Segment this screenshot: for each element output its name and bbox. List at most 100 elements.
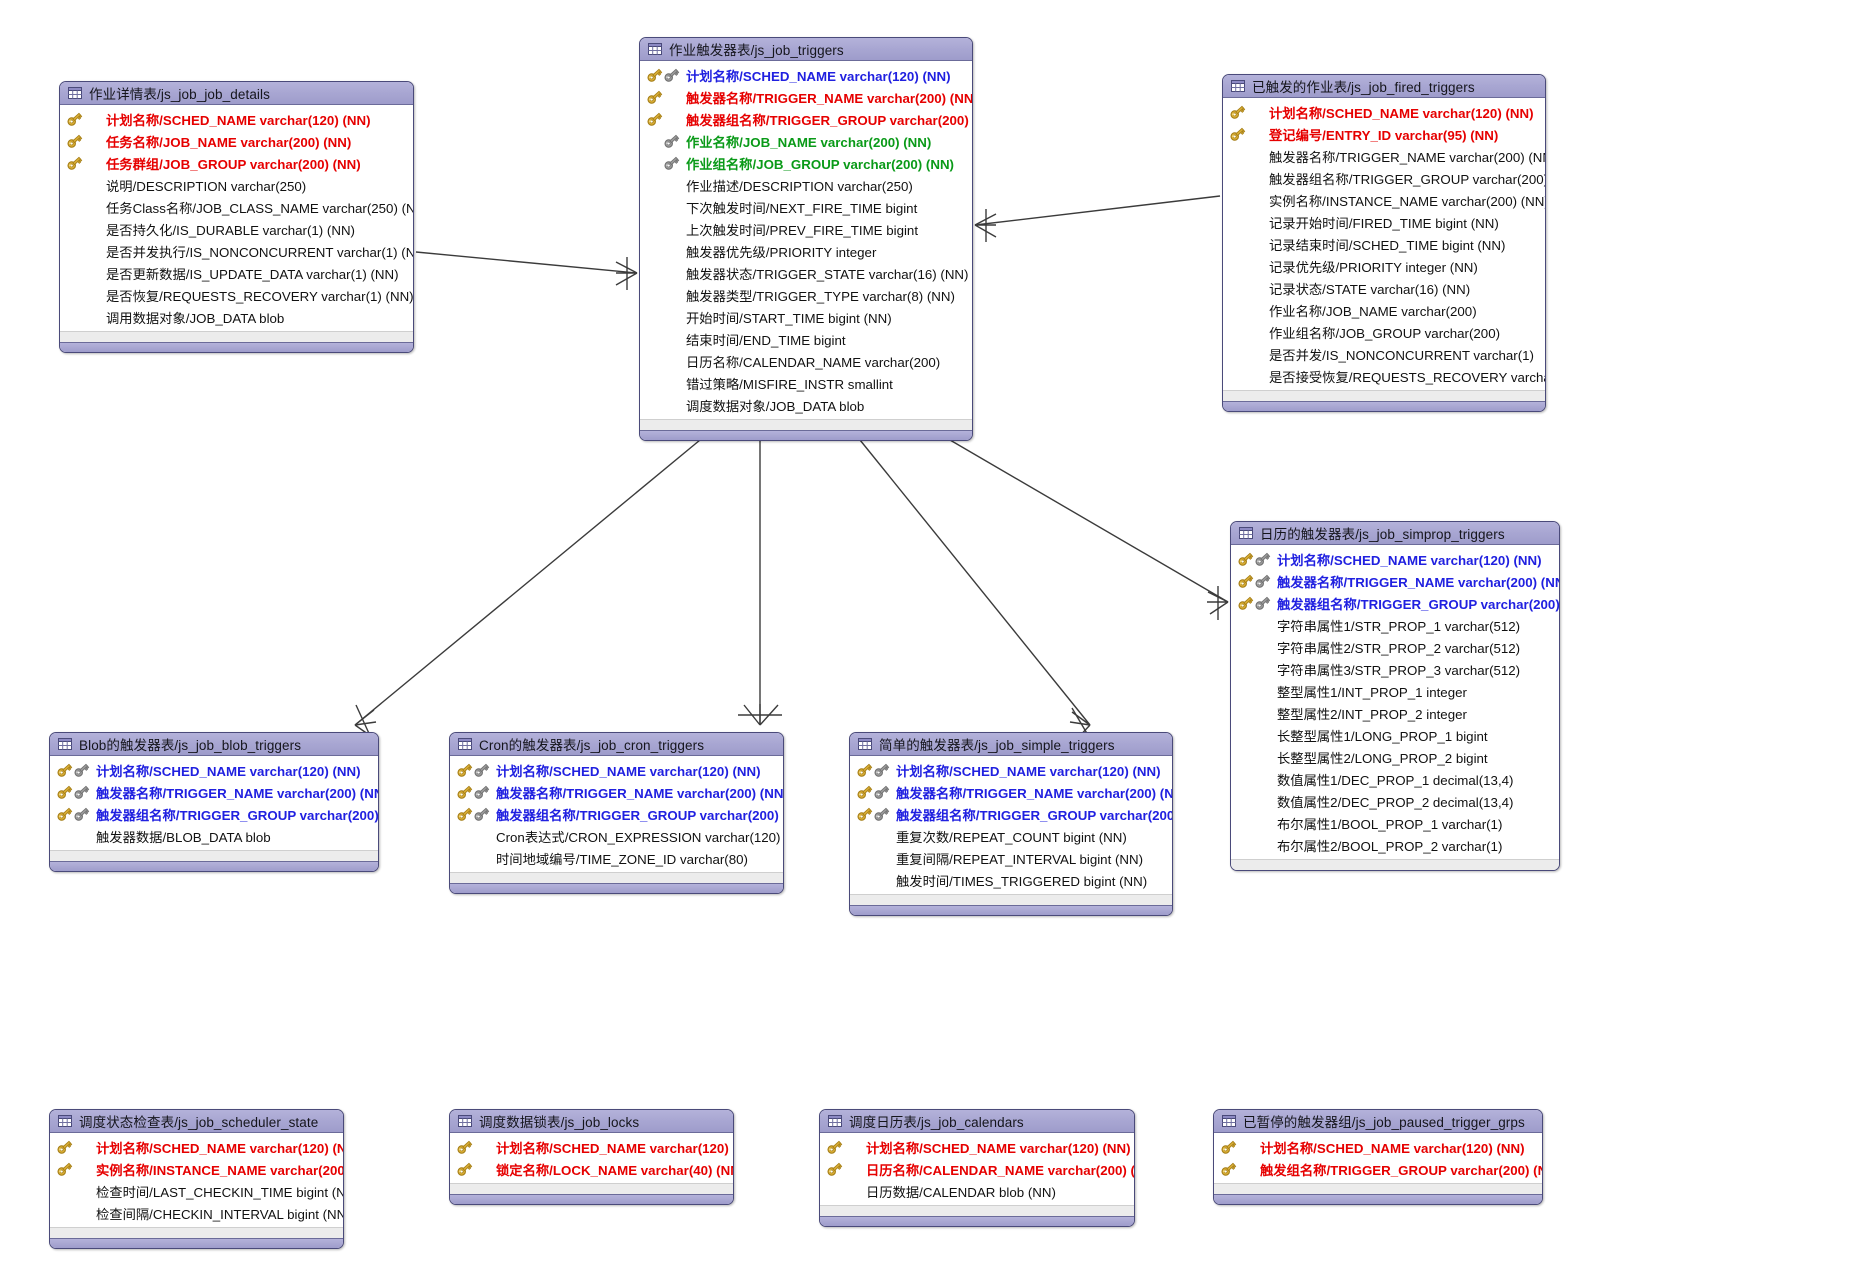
attribute-row[interactable]: 触发器名称/TRIGGER_NAME varchar(200) (NN) bbox=[50, 781, 378, 803]
attribute-row[interactable]: 锁定名称/LOCK_NAME varchar(40) (NN) bbox=[450, 1158, 733, 1180]
entity-header-simple_triggers[interactable]: 简单的触发器表/js_job_simple_triggers bbox=[850, 733, 1172, 756]
attribute-row[interactable]: 触发器名称/TRIGGER_NAME varchar(200) (NN) bbox=[1223, 145, 1545, 167]
attribute-row[interactable]: 重复次数/REPEAT_COUNT bigint (NN) bbox=[850, 825, 1172, 847]
attribute-row[interactable]: 计划名称/SCHED_NAME varchar(120) (NN) bbox=[1214, 1136, 1542, 1158]
attribute-row[interactable]: 计划名称/SCHED_NAME varchar(120) (NN) bbox=[850, 759, 1172, 781]
attribute-row[interactable]: 实例名称/INSTANCE_NAME varchar(200) (NN) bbox=[1223, 189, 1545, 211]
attribute-row[interactable]: 记录结束时间/SCHED_TIME bigint (NN) bbox=[1223, 233, 1545, 255]
attribute-row[interactable]: 触发器组名称/TRIGGER_GROUP varchar(200) (NN) bbox=[1231, 592, 1559, 614]
attribute-row[interactable]: 作业名称/JOB_NAME varchar(200) bbox=[1223, 299, 1545, 321]
attribute-row[interactable]: 触发器类型/TRIGGER_TYPE varchar(8) (NN) bbox=[640, 284, 972, 306]
entity-header-simprop_triggers[interactable]: 日历的触发器表/js_job_simprop_triggers bbox=[1231, 522, 1559, 545]
attribute-row[interactable]: 是否持久化/IS_DURABLE varchar(1) (NN) bbox=[60, 218, 413, 240]
attribute-row[interactable]: 触发器组名称/TRIGGER_GROUP varchar(200) (NN) bbox=[450, 803, 783, 825]
attribute-row[interactable]: 数值属性2/DEC_PROP_2 decimal(13,4) bbox=[1231, 790, 1559, 812]
entity-header-fired_triggers[interactable]: 已触发的作业表/js_job_fired_triggers bbox=[1223, 75, 1545, 98]
attribute-row[interactable]: 开始时间/START_TIME bigint (NN) bbox=[640, 306, 972, 328]
attribute-row[interactable]: 日历数据/CALENDAR blob (NN) bbox=[820, 1180, 1134, 1202]
attribute-row[interactable]: 触发器名称/TRIGGER_NAME varchar(200) (NN) bbox=[640, 86, 972, 108]
attribute-row[interactable]: 触发组名称/TRIGGER_GROUP varchar(200) (NN) bbox=[1214, 1158, 1542, 1180]
attribute-row[interactable]: 时间地域编号/TIME_ZONE_ID varchar(80) bbox=[450, 847, 783, 869]
attribute-row[interactable]: 计划名称/SCHED_NAME varchar(120) (NN) bbox=[50, 759, 378, 781]
attribute-row[interactable]: 任务群组/JOB_GROUP varchar(200) (NN) bbox=[60, 152, 413, 174]
attribute-row[interactable]: 计划名称/SCHED_NAME varchar(120) (NN) bbox=[1223, 101, 1545, 123]
attribute-row[interactable]: 日历名称/CALENDAR_NAME varchar(200) (NN) bbox=[820, 1158, 1134, 1180]
entity-header-job_triggers[interactable]: 作业触发器表/js_job_triggers bbox=[640, 38, 972, 61]
attribute-row[interactable]: 重复间隔/REPEAT_INTERVAL bigint (NN) bbox=[850, 847, 1172, 869]
attribute-row[interactable]: 作业名称/JOB_NAME varchar(200) (NN) bbox=[640, 130, 972, 152]
attribute-row[interactable]: 整型属性1/INT_PROP_1 integer bbox=[1231, 680, 1559, 702]
attribute-row[interactable]: 说明/DESCRIPTION varchar(250) bbox=[60, 174, 413, 196]
attribute-row[interactable]: 记录状态/STATE varchar(16) (NN) bbox=[1223, 277, 1545, 299]
attribute-row[interactable]: 记录优先级/PRIORITY integer (NN) bbox=[1223, 255, 1545, 277]
attribute-row[interactable]: 触发器名称/TRIGGER_NAME varchar(200) (NN) bbox=[1231, 570, 1559, 592]
attribute-row[interactable]: 字符串属性2/STR_PROP_2 varchar(512) bbox=[1231, 636, 1559, 658]
entity-job_details[interactable]: 作业详情表/js_job_job_details 计划名称/SCHED_NAME … bbox=[59, 81, 414, 353]
attribute-row[interactable]: 触发器状态/TRIGGER_STATE varchar(16) (NN) bbox=[640, 262, 972, 284]
attribute-row[interactable]: 作业组名称/JOB_GROUP varchar(200) (NN) bbox=[640, 152, 972, 174]
attribute-row[interactable]: 长整型属性1/LONG_PROP_1 bigint bbox=[1231, 724, 1559, 746]
attribute-row[interactable]: 调度数据对象/JOB_DATA blob bbox=[640, 394, 972, 416]
attribute-row[interactable]: 上次触发时间/PREV_FIRE_TIME bigint bbox=[640, 218, 972, 240]
attribute-row[interactable]: 任务名称/JOB_NAME varchar(200) (NN) bbox=[60, 130, 413, 152]
attribute-row[interactable]: 计划名称/SCHED_NAME varchar(120) (NN) bbox=[50, 1136, 343, 1158]
entity-header-blob_triggers[interactable]: Blob的触发器表/js_job_blob_triggers bbox=[50, 733, 378, 756]
attribute-row[interactable]: 字符串属性3/STR_PROP_3 varchar(512) bbox=[1231, 658, 1559, 680]
attribute-row[interactable]: 计划名称/SCHED_NAME varchar(120) (NN) bbox=[450, 759, 783, 781]
attribute-row[interactable]: 是否并发/IS_NONCONCURRENT varchar(1) bbox=[1223, 343, 1545, 365]
attribute-row[interactable]: 错过策略/MISFIRE_INSTR smallint bbox=[640, 372, 972, 394]
entity-job_triggers[interactable]: 作业触发器表/js_job_triggers 计划名称/SCHED_NAME va… bbox=[639, 37, 973, 441]
attribute-row[interactable]: 触发器组名称/TRIGGER_GROUP varchar(200) (NN) bbox=[640, 108, 972, 130]
attribute-row[interactable]: 结束时间/END_TIME bigint bbox=[640, 328, 972, 350]
entity-simprop_triggers[interactable]: 日历的触发器表/js_job_simprop_triggers 计划名称/SCHE… bbox=[1230, 521, 1560, 871]
entity-locks[interactable]: 调度数据锁表/js_job_locks 计划名称/SCHED_NAME varch… bbox=[449, 1109, 734, 1205]
attribute-row[interactable]: 是否接受恢复/REQUESTS_RECOVERY varchar(1) bbox=[1223, 365, 1545, 387]
attribute-row[interactable]: 字符串属性1/STR_PROP_1 varchar(512) bbox=[1231, 614, 1559, 636]
attribute-row[interactable]: 触发器组名称/TRIGGER_GROUP varchar(200) (NN) bbox=[1223, 167, 1545, 189]
entity-header-cron_triggers[interactable]: Cron的触发器表/js_job_cron_triggers bbox=[450, 733, 783, 756]
entity-header-paused_trigger_grps[interactable]: 已暂停的触发器组/js_job_paused_trigger_grps bbox=[1214, 1110, 1542, 1133]
attribute-row[interactable]: 计划名称/SCHED_NAME varchar(120) (NN) bbox=[1231, 548, 1559, 570]
attribute-row[interactable]: 触发器组名称/TRIGGER_GROUP varchar(200) (NN) bbox=[850, 803, 1172, 825]
entity-header-scheduler_state[interactable]: 调度状态检查表/js_job_scheduler_state bbox=[50, 1110, 343, 1133]
attribute-row[interactable]: 调用数据对象/JOB_DATA blob bbox=[60, 306, 413, 328]
entity-header-job_details[interactable]: 作业详情表/js_job_job_details bbox=[60, 82, 413, 105]
attribute-row[interactable]: 日历名称/CALENDAR_NAME varchar(200) bbox=[640, 350, 972, 372]
attribute-row[interactable]: 作业组名称/JOB_GROUP varchar(200) bbox=[1223, 321, 1545, 343]
entity-header-locks[interactable]: 调度数据锁表/js_job_locks bbox=[450, 1110, 733, 1133]
attribute-row[interactable]: 实例名称/INSTANCE_NAME varchar(200) (NN) bbox=[50, 1158, 343, 1180]
attribute-row[interactable]: 是否并发执行/IS_NONCONCURRENT varchar(1) (NN) bbox=[60, 240, 413, 262]
attribute-row[interactable]: 整型属性2/INT_PROP_2 integer bbox=[1231, 702, 1559, 724]
attribute-row[interactable]: 触发器名称/TRIGGER_NAME varchar(200) (NN) bbox=[850, 781, 1172, 803]
attribute-row[interactable]: 检查时间/LAST_CHECKIN_TIME bigint (NN) bbox=[50, 1180, 343, 1202]
attribute-row[interactable]: 触发器名称/TRIGGER_NAME varchar(200) (NN) bbox=[450, 781, 783, 803]
attribute-row[interactable]: 触发器优先级/PRIORITY integer bbox=[640, 240, 972, 262]
attribute-row[interactable]: 是否恢复/REQUESTS_RECOVERY varchar(1) (NN) bbox=[60, 284, 413, 306]
attribute-row[interactable]: 长整型属性2/LONG_PROP_2 bigint bbox=[1231, 746, 1559, 768]
entity-blob_triggers[interactable]: Blob的触发器表/js_job_blob_triggers 计划名称/SCHED… bbox=[49, 732, 379, 872]
attribute-row[interactable]: 检查间隔/CHECKIN_INTERVAL bigint (NN) bbox=[50, 1202, 343, 1224]
attribute-row[interactable]: 计划名称/SCHED_NAME varchar(120) (NN) bbox=[640, 64, 972, 86]
entity-fired_triggers[interactable]: 已触发的作业表/js_job_fired_triggers 计划名称/SCHED_… bbox=[1222, 74, 1546, 412]
attribute-row[interactable]: 是否更新数据/IS_UPDATE_DATA varchar(1) (NN) bbox=[60, 262, 413, 284]
entity-cron_triggers[interactable]: Cron的触发器表/js_job_cron_triggers 计划名称/SCHED… bbox=[449, 732, 784, 894]
attribute-row[interactable]: 触发时间/TIMES_TRIGGERED bigint (NN) bbox=[850, 869, 1172, 891]
attribute-row[interactable]: 任务Class名称/JOB_CLASS_NAME varchar(250) (N… bbox=[60, 196, 413, 218]
attribute-row[interactable]: 计划名称/SCHED_NAME varchar(120) (NN) bbox=[60, 108, 413, 130]
attribute-row[interactable]: 触发器组名称/TRIGGER_GROUP varchar(200) (NN) bbox=[50, 803, 378, 825]
attribute-row[interactable]: 作业描述/DESCRIPTION varchar(250) bbox=[640, 174, 972, 196]
attribute-row[interactable]: 计划名称/SCHED_NAME varchar(120) (NN) bbox=[820, 1136, 1134, 1158]
entity-scheduler_state[interactable]: 调度状态检查表/js_job_scheduler_state 计划名称/SCHED… bbox=[49, 1109, 344, 1249]
attribute-row[interactable]: 触发器数据/BLOB_DATA blob bbox=[50, 825, 378, 847]
entity-header-calendars[interactable]: 调度日历表/js_job_calendars bbox=[820, 1110, 1134, 1133]
entity-paused_trigger_grps[interactable]: 已暂停的触发器组/js_job_paused_trigger_grps 计划名称/… bbox=[1213, 1109, 1543, 1205]
attribute-row[interactable]: 计划名称/SCHED_NAME varchar(120) (NN) bbox=[450, 1136, 733, 1158]
attribute-row[interactable]: 布尔属性2/BOOL_PROP_2 varchar(1) bbox=[1231, 834, 1559, 856]
entity-simple_triggers[interactable]: 简单的触发器表/js_job_simple_triggers 计划名称/SCHED… bbox=[849, 732, 1173, 916]
entity-calendars[interactable]: 调度日历表/js_job_calendars 计划名称/SCHED_NAME va… bbox=[819, 1109, 1135, 1227]
attribute-row[interactable]: 登记编号/ENTRY_ID varchar(95) (NN) bbox=[1223, 123, 1545, 145]
attribute-row[interactable]: Cron表达式/CRON_EXPRESSION varchar(120) (NN… bbox=[450, 825, 783, 847]
attribute-row[interactable]: 记录开始时间/FIRED_TIME bigint (NN) bbox=[1223, 211, 1545, 233]
attribute-row[interactable]: 数值属性1/DEC_PROP_1 decimal(13,4) bbox=[1231, 768, 1559, 790]
attribute-row[interactable]: 布尔属性1/BOOL_PROP_1 varchar(1) bbox=[1231, 812, 1559, 834]
